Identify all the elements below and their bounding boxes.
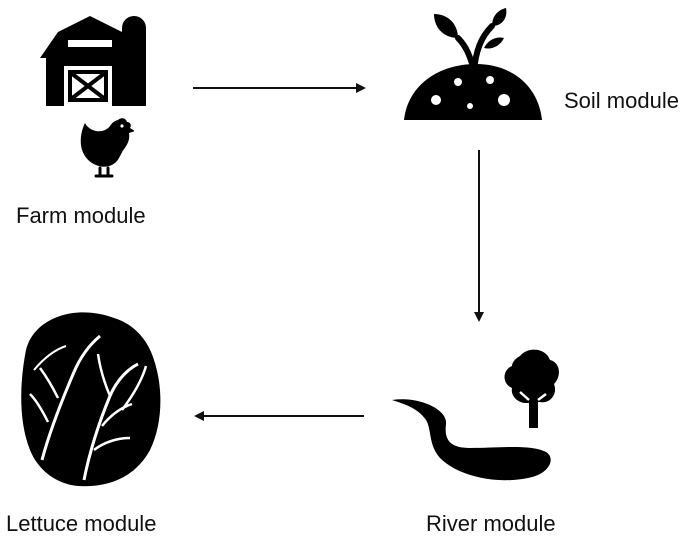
lettuce-module-label: Lettuce module <box>6 511 157 536</box>
chicken-icon <box>80 118 134 178</box>
soil-sprout-icon <box>404 8 542 120</box>
soil-module-label: Soil module <box>564 88 679 113</box>
river-tree-icon <box>392 349 559 481</box>
lettuce-icon <box>21 312 161 487</box>
farm-module-label: Farm module <box>16 203 146 228</box>
river-module-label: River module <box>426 511 556 536</box>
barn-silo-icon <box>40 16 146 106</box>
